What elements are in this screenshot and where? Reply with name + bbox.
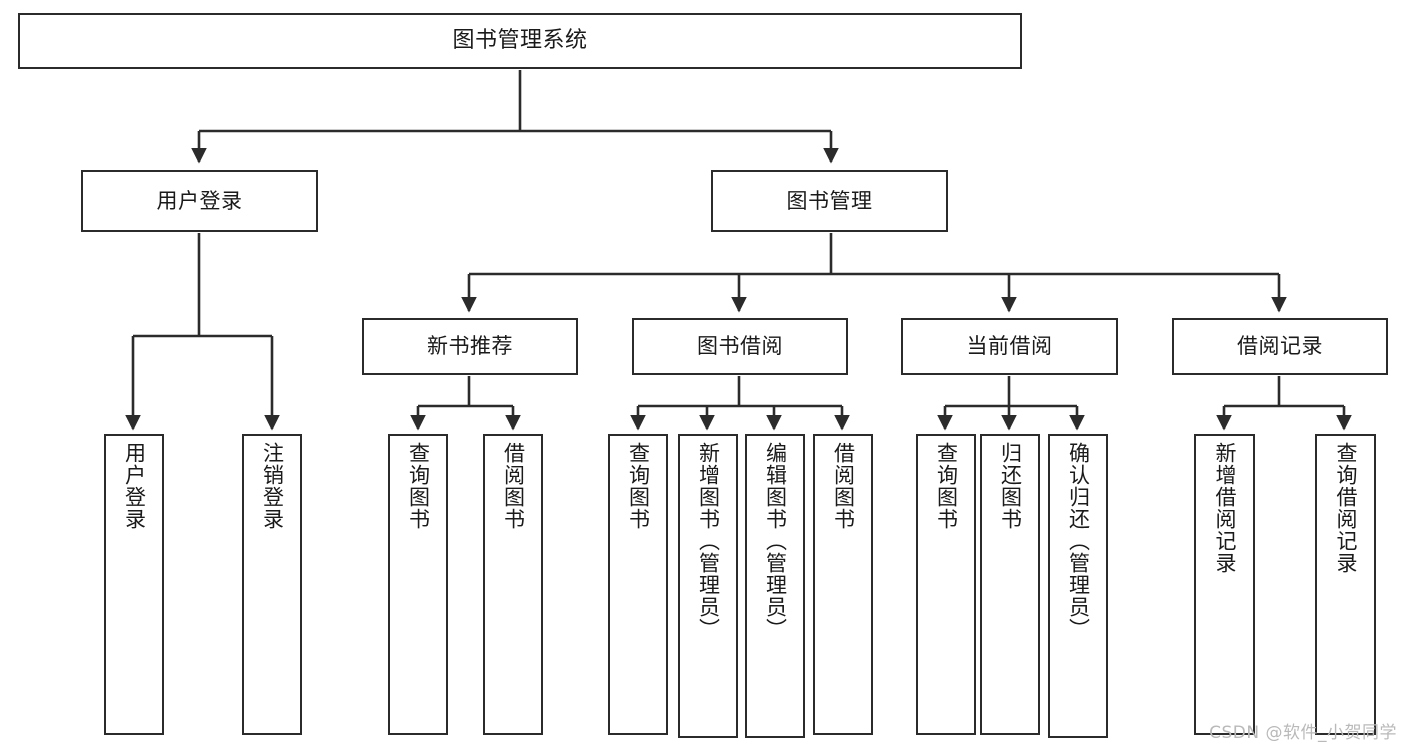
- node-label: 用户登录: [156, 188, 243, 213]
- node-leaf-return-book[interactable]: 归还图书: [980, 434, 1040, 735]
- node-label: 查询图书: [626, 442, 651, 530]
- node-root-book-management-system[interactable]: 图书管理系统: [18, 13, 1022, 69]
- node-label: 当前借阅: [966, 334, 1053, 359]
- node-leaf-user-login[interactable]: 用户登录: [104, 434, 164, 735]
- node-leaf-confirm-return[interactable]: 确认归还（管理员）: [1048, 434, 1108, 738]
- node-label: 查询图书: [934, 442, 959, 530]
- csdn-watermark: CSDN @软件_小贺同学: [1209, 723, 1397, 743]
- node-leaf-add-book[interactable]: 新增图书（管理员）: [678, 434, 738, 738]
- node-label: 新书推荐: [427, 334, 513, 359]
- node-label: 图书借阅: [697, 334, 783, 359]
- node-leaf-borrow-book-recommend[interactable]: 借阅图书: [483, 434, 543, 735]
- node-user-login[interactable]: 用户登录: [81, 170, 318, 232]
- node-label: 查询借阅记录: [1334, 442, 1358, 574]
- node-label: 图书管理系统: [452, 28, 588, 54]
- node-label: 注销登录: [260, 442, 285, 530]
- node-label: 编辑图书（管理员）: [763, 442, 788, 640]
- node-new-book-recommend[interactable]: 新书推荐: [362, 318, 578, 375]
- node-borrow-record[interactable]: 借阅记录: [1172, 318, 1388, 375]
- node-label: 借阅图书: [831, 442, 856, 530]
- node-label: 用户登录: [122, 442, 147, 530]
- node-leaf-add-borrow-record[interactable]: 新增借阅记录: [1194, 434, 1255, 735]
- node-label: 确认归还（管理员）: [1066, 442, 1091, 640]
- node-label: 借阅记录: [1237, 334, 1323, 359]
- node-leaf-query-book-borrow[interactable]: 查询图书: [608, 434, 668, 735]
- node-leaf-query-borrow-record[interactable]: 查询借阅记录: [1315, 434, 1376, 735]
- node-label: 借阅图书: [501, 442, 526, 530]
- node-leaf-query-book-recommend[interactable]: 查询图书: [388, 434, 448, 735]
- node-current-borrow[interactable]: 当前借阅: [901, 318, 1118, 375]
- node-leaf-borrow-book[interactable]: 借阅图书: [813, 434, 873, 735]
- node-label: 查询图书: [406, 442, 431, 530]
- node-leaf-edit-book[interactable]: 编辑图书（管理员）: [745, 434, 805, 738]
- node-label: 新增图书（管理员）: [696, 442, 721, 640]
- node-label: 归还图书: [998, 442, 1023, 530]
- node-book-borrow[interactable]: 图书借阅: [632, 318, 848, 375]
- node-leaf-query-book-current[interactable]: 查询图书: [916, 434, 976, 735]
- node-label: 图书管理: [786, 188, 873, 213]
- node-label: 新增借阅记录: [1213, 442, 1237, 574]
- node-book-management[interactable]: 图书管理: [711, 170, 948, 232]
- node-leaf-logout[interactable]: 注销登录: [242, 434, 302, 735]
